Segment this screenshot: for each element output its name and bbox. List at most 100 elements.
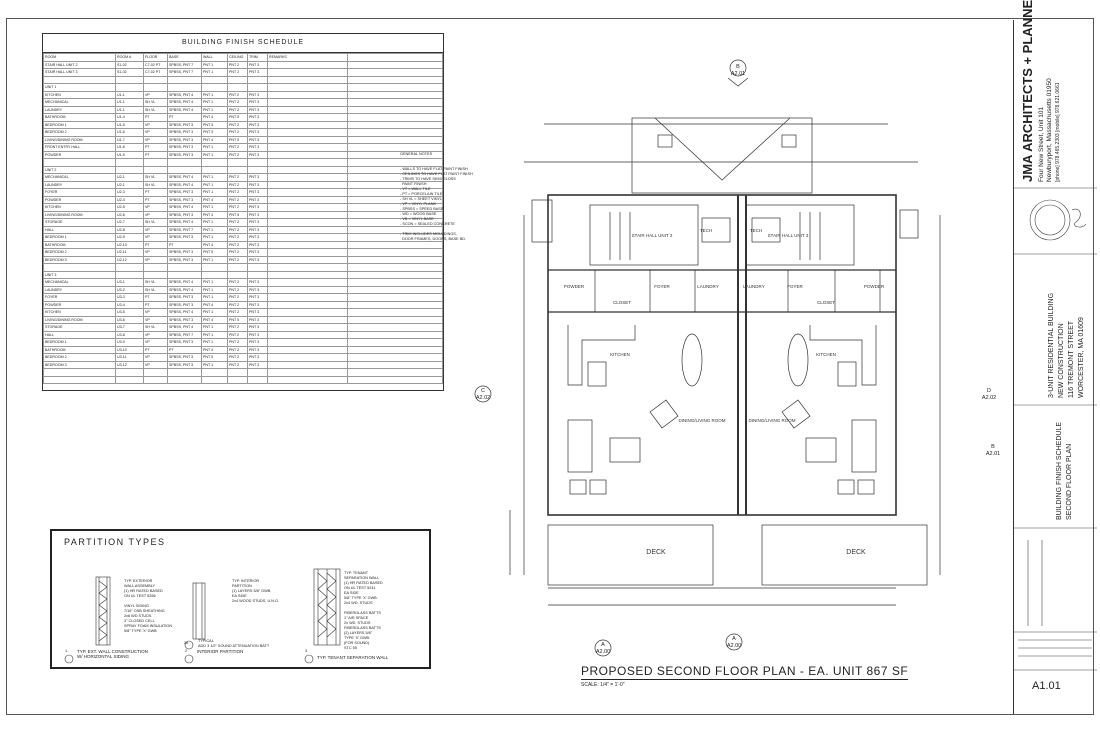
schedule-cell: PNT 4 bbox=[201, 240, 228, 249]
schedule-cell: PNT 5 bbox=[201, 353, 228, 362]
schedule-row: UNIT 2 bbox=[43, 165, 443, 174]
schedule-cell: PNT 2 bbox=[227, 233, 248, 242]
schedule-cell bbox=[247, 368, 268, 377]
schedule-cell: PNT 2 bbox=[227, 188, 248, 197]
general-note-line: - VP = VINYL PLANK bbox=[400, 202, 436, 206]
schedule-cell: UNIT 2 bbox=[43, 165, 116, 174]
schedule-cell: SH VL bbox=[143, 98, 168, 107]
schedule-cell: PNT 1 bbox=[201, 293, 228, 302]
schedule-cell: PNT 3 bbox=[247, 188, 268, 197]
schedule-row bbox=[43, 375, 443, 384]
schedule-cell: PNT 2 bbox=[227, 360, 248, 369]
schedule-cell: PNT 2 bbox=[227, 195, 248, 204]
schedule-cell: SPBSS, PNT 3 bbox=[167, 195, 202, 204]
schedule-cell: U3-9 bbox=[115, 338, 144, 347]
sheet-number: A1.01 bbox=[1032, 680, 1061, 692]
schedule-cell: VP bbox=[143, 255, 168, 264]
schedule-cell bbox=[143, 375, 168, 384]
schedule-cell bbox=[201, 368, 228, 377]
schedule-cell: SPBSS, PNT 3 bbox=[167, 128, 202, 137]
schedule-cell bbox=[267, 323, 348, 332]
schedule-cell: SPBSS, PNT 3 bbox=[167, 338, 202, 347]
schedule-cell: U3-12 bbox=[115, 360, 144, 369]
schedule-cell: SPBSS, PNT 3 bbox=[167, 150, 202, 159]
schedule-cell: SPBSS, PNT 3 bbox=[167, 300, 202, 309]
schedule-cell bbox=[267, 330, 348, 339]
room-label: DINING/LIVING ROOM bbox=[748, 418, 795, 423]
schedule-cell: PNT 3 bbox=[247, 128, 268, 137]
schedule-cell: LAUNDRY bbox=[43, 180, 116, 189]
sheet-title-2: SECOND FLOOR PLAN bbox=[1066, 443, 1073, 520]
schedule-cell bbox=[115, 83, 144, 92]
schedule-row: UNIT 3 bbox=[43, 270, 443, 279]
schedule-cell: U1-1 bbox=[115, 98, 144, 107]
schedule-cell: PNT 2 bbox=[227, 300, 248, 309]
schedule-cell: HALL bbox=[43, 225, 116, 234]
roof-outline bbox=[631, 117, 813, 194]
stair-hall-unit-2 bbox=[589, 204, 699, 266]
schedule-cell bbox=[167, 270, 202, 279]
schedule-cell: PNT 1 bbox=[201, 188, 228, 197]
schedule-cell: POWDER bbox=[43, 195, 116, 204]
schedule-cell: PNT 2 bbox=[227, 345, 248, 354]
schedule-cell: VP bbox=[143, 248, 168, 257]
schedule-cell bbox=[143, 158, 168, 167]
schedule-header-cell: TRIM bbox=[247, 53, 268, 62]
schedule-cell bbox=[267, 270, 348, 279]
partition-2-tag: 2 bbox=[185, 649, 188, 653]
schedule-cell: VP bbox=[143, 225, 168, 234]
schedule-cell bbox=[267, 315, 348, 324]
schedule-header-cell: BASE bbox=[167, 53, 202, 62]
project-street: 116 TREMONT STREET bbox=[1068, 320, 1075, 398]
schedule-cell: PNT 4 bbox=[201, 315, 228, 324]
schedule-cell: PNT 1 bbox=[201, 98, 228, 107]
partition-3-tag: 3 bbox=[305, 649, 308, 653]
schedule-cell: SPBSS, PNT 4 bbox=[167, 180, 202, 189]
room-label: DECK bbox=[846, 549, 866, 556]
schedule-cell: STAIR HALL UNIT 3 bbox=[43, 68, 116, 77]
schedule-cell: U2-10 bbox=[115, 240, 144, 249]
schedule-cell: PNT 2 bbox=[227, 338, 248, 347]
schedule-cell: VP bbox=[143, 210, 168, 219]
schedule-cell: LAUNDRY bbox=[43, 105, 116, 114]
schedule-cell bbox=[143, 75, 168, 84]
schedule-cell bbox=[227, 83, 248, 92]
schedule-cell: PT bbox=[143, 293, 168, 302]
schedule-cell bbox=[115, 270, 144, 279]
schedule-cell bbox=[115, 375, 144, 384]
schedule-cell: SPBSS, PNT 4 bbox=[167, 218, 202, 227]
schedule-cell bbox=[247, 83, 268, 92]
schedule-cell: MECHANICAL bbox=[43, 173, 116, 182]
schedule-cell: PNT 3 bbox=[247, 248, 268, 257]
schedule-title: BUILDING FINISH SCHEDULE bbox=[43, 34, 443, 53]
schedule-cell: PNT 3 bbox=[201, 128, 228, 137]
schedule-cell: PT bbox=[143, 150, 168, 159]
schedule-cell: SPBSS, PNT 4 bbox=[167, 308, 202, 317]
schedule-cell: PNT 3 bbox=[247, 353, 268, 362]
schedule-row bbox=[43, 368, 443, 377]
project-city: WORCESTER, MA 01609 bbox=[1078, 317, 1085, 398]
schedule-cell bbox=[143, 165, 168, 174]
partition-1-tag: 1 bbox=[65, 649, 68, 653]
schedule-cell: SPBSS, PNT 3 bbox=[167, 255, 202, 264]
schedule-cell bbox=[267, 233, 348, 242]
schedule-cell bbox=[267, 300, 348, 309]
schedule-cell: PNT 2 bbox=[227, 173, 248, 182]
schedule-cell: UNIT 3 bbox=[43, 270, 116, 279]
schedule-cell: U3-10 bbox=[115, 345, 144, 354]
room-label: LAUNDRY bbox=[743, 284, 764, 289]
schedule-cell: SPBSS, PNT 7 bbox=[167, 225, 202, 234]
schedule-cell: VP bbox=[143, 338, 168, 347]
schedule-cell bbox=[267, 143, 348, 152]
schedule-cell: PNT 4 bbox=[201, 135, 228, 144]
schedule-cell: C7-02 PT bbox=[143, 68, 168, 77]
schedule-cell: PNT 1 bbox=[201, 150, 228, 159]
